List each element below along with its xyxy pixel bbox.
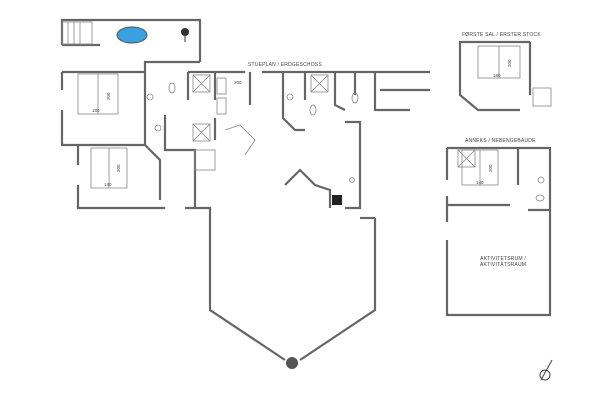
bed-width-label: 140 xyxy=(476,180,484,185)
shower-boxes xyxy=(192,74,476,168)
activity-room-label-line2: AKTIVITÄTSRAUM xyxy=(480,262,527,268)
bed-width-label: 180 xyxy=(493,73,501,78)
bed-second: 140 200 xyxy=(90,147,128,189)
first-floor-label: FØRSTE SAL / ERSTER STOCK xyxy=(462,32,541,38)
bed-bunk: 200 xyxy=(216,77,242,115)
stairs xyxy=(61,21,256,171)
bed-width-label: 180 xyxy=(92,108,100,113)
bed-width-label: 140 xyxy=(104,182,112,187)
ground-floor-walls xyxy=(60,18,430,361)
bed-length-label: 200 xyxy=(106,92,111,100)
compass-icon xyxy=(539,359,553,381)
first-floor-walls: 180 200 xyxy=(458,40,552,112)
bed-main: 180 200 xyxy=(77,73,119,115)
bed-length-label: 200 xyxy=(234,80,242,85)
sanitary-fixtures xyxy=(146,82,545,202)
bed-length-label: 200 xyxy=(507,59,512,67)
stove xyxy=(332,195,342,205)
ground-floor-label: STUEPLAN / ERDGESCHOSS xyxy=(248,62,322,68)
bed-length-label: 200 xyxy=(116,164,121,172)
bed-length-label: 200 xyxy=(488,164,493,172)
fireplace xyxy=(286,357,298,369)
spa-pool xyxy=(116,26,148,44)
annex-label: ANNEKS / NEBENGEBÄUDE xyxy=(465,138,536,144)
activity-room-label-line1: AKTIVITETSRUM / xyxy=(480,256,526,262)
shower-icon xyxy=(181,28,189,42)
activity-room-label: AKTIVITETSRUM / AKTIVITÄTSRAUM xyxy=(480,256,526,268)
annex-walls: 140 200 xyxy=(445,146,552,317)
